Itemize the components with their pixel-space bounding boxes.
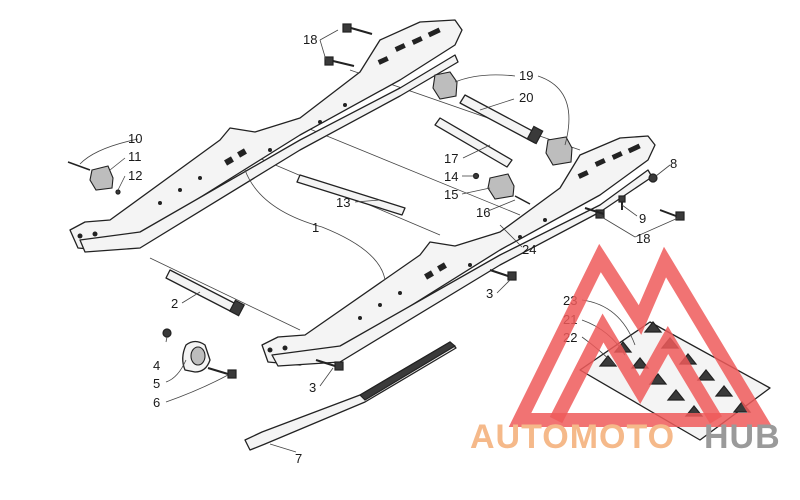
bolt-18a [342, 23, 373, 35]
bolt-3a [489, 269, 517, 281]
leader-lines [79, 29, 679, 453]
callout-4: 4 [153, 358, 160, 373]
watermark-text-hub: HUB [704, 418, 781, 456]
shaft-20 [459, 94, 544, 145]
callout-7: 7 [295, 451, 302, 466]
bolt-18c [584, 207, 605, 219]
callout-11: 11 [128, 149, 142, 164]
bumper-5 [182, 340, 211, 373]
callout-3-lower: 3 [309, 380, 316, 395]
wear-strip-7 [244, 341, 457, 451]
bumper-11 [89, 165, 114, 191]
bolt-6 [207, 367, 237, 379]
callout-18-lower: 18 [636, 231, 650, 246]
callout-1: 1 [312, 220, 319, 235]
bolt-12 [115, 189, 121, 195]
callout-13: 13 [336, 195, 350, 210]
nut-8 [648, 173, 658, 183]
bumper-19-upper [432, 71, 458, 100]
bolt-9 [618, 195, 626, 210]
nut-14 [472, 172, 480, 180]
callout-10: 10 [128, 131, 142, 146]
callout-18-upper: 18 [303, 32, 317, 47]
bumper-19-lower [545, 136, 573, 166]
callout-12: 12 [128, 168, 142, 183]
rail-rear [69, 19, 463, 253]
bolt-10 [67, 161, 91, 171]
callout-14: 14 [444, 169, 458, 184]
bumper-15 [487, 173, 515, 200]
bolt-18d [659, 209, 685, 221]
callout-15: 15 [444, 187, 458, 202]
callout-5: 5 [153, 376, 160, 391]
callout-24: 24 [522, 242, 536, 257]
shaft-2 [165, 269, 246, 317]
callout-3-upper: 3 [486, 286, 493, 301]
callout-6: 6 [153, 395, 160, 410]
watermark-logo-icon [508, 243, 773, 427]
nut-4 [162, 328, 172, 338]
callout-17: 17 [444, 151, 458, 166]
callout-9: 9 [639, 211, 646, 226]
callout-20: 20 [519, 90, 533, 105]
watermark-text-automoto: AUTOMOTO [470, 418, 675, 456]
callout-16: 16 [476, 205, 490, 220]
callout-8: 8 [670, 156, 677, 171]
callout-labels: 1 2 3 3 4 5 6 7 8 9 10 11 12 13 14 15 16… [128, 32, 677, 466]
bolt-16 [514, 195, 531, 205]
bolt-18b [324, 56, 355, 67]
bolt-3b [315, 359, 344, 371]
watermark: AUTOMOTO HUB [470, 243, 781, 456]
callout-19: 19 [519, 68, 533, 83]
callout-2: 2 [171, 296, 178, 311]
shaft-13 [296, 174, 406, 216]
